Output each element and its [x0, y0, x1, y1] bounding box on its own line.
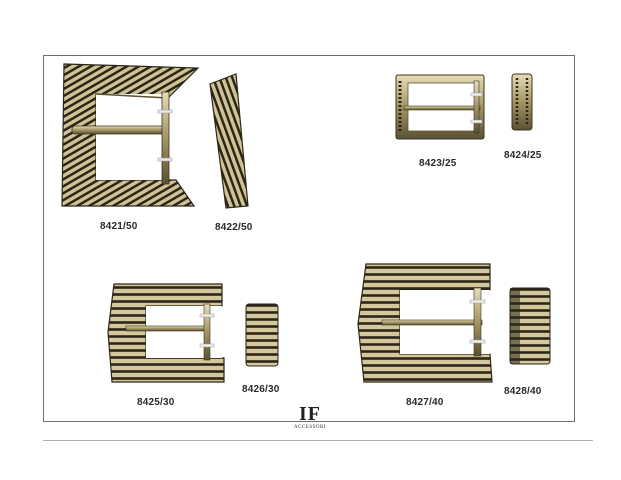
item-code: 8424/25 — [504, 150, 542, 161]
brand-logo: IF ACCESSORI — [285, 404, 335, 430]
brand-mark: IF — [299, 403, 321, 425]
buckle-8425 — [107, 283, 225, 383]
buckle-8421 — [61, 63, 200, 207]
keeper-8426 — [245, 303, 279, 367]
item-code: 8421/50 — [100, 221, 138, 232]
buckle-8427 — [357, 263, 493, 383]
keeper-8428 — [509, 287, 551, 365]
item-code: 8428/40 — [504, 386, 542, 397]
keeper-8422 — [209, 73, 249, 209]
footer-divider — [43, 440, 593, 441]
item-code: 8427/40 — [406, 397, 444, 408]
buckle-8423 — [395, 74, 485, 140]
item-code: 8426/30 — [242, 384, 280, 395]
keeper-8424 — [511, 73, 533, 131]
brand-subtitle: ACCESSORI — [293, 425, 326, 430]
item-code: 8425/30 — [137, 397, 175, 408]
item-code: 8423/25 — [419, 158, 457, 169]
item-code: 8422/50 — [215, 222, 253, 233]
